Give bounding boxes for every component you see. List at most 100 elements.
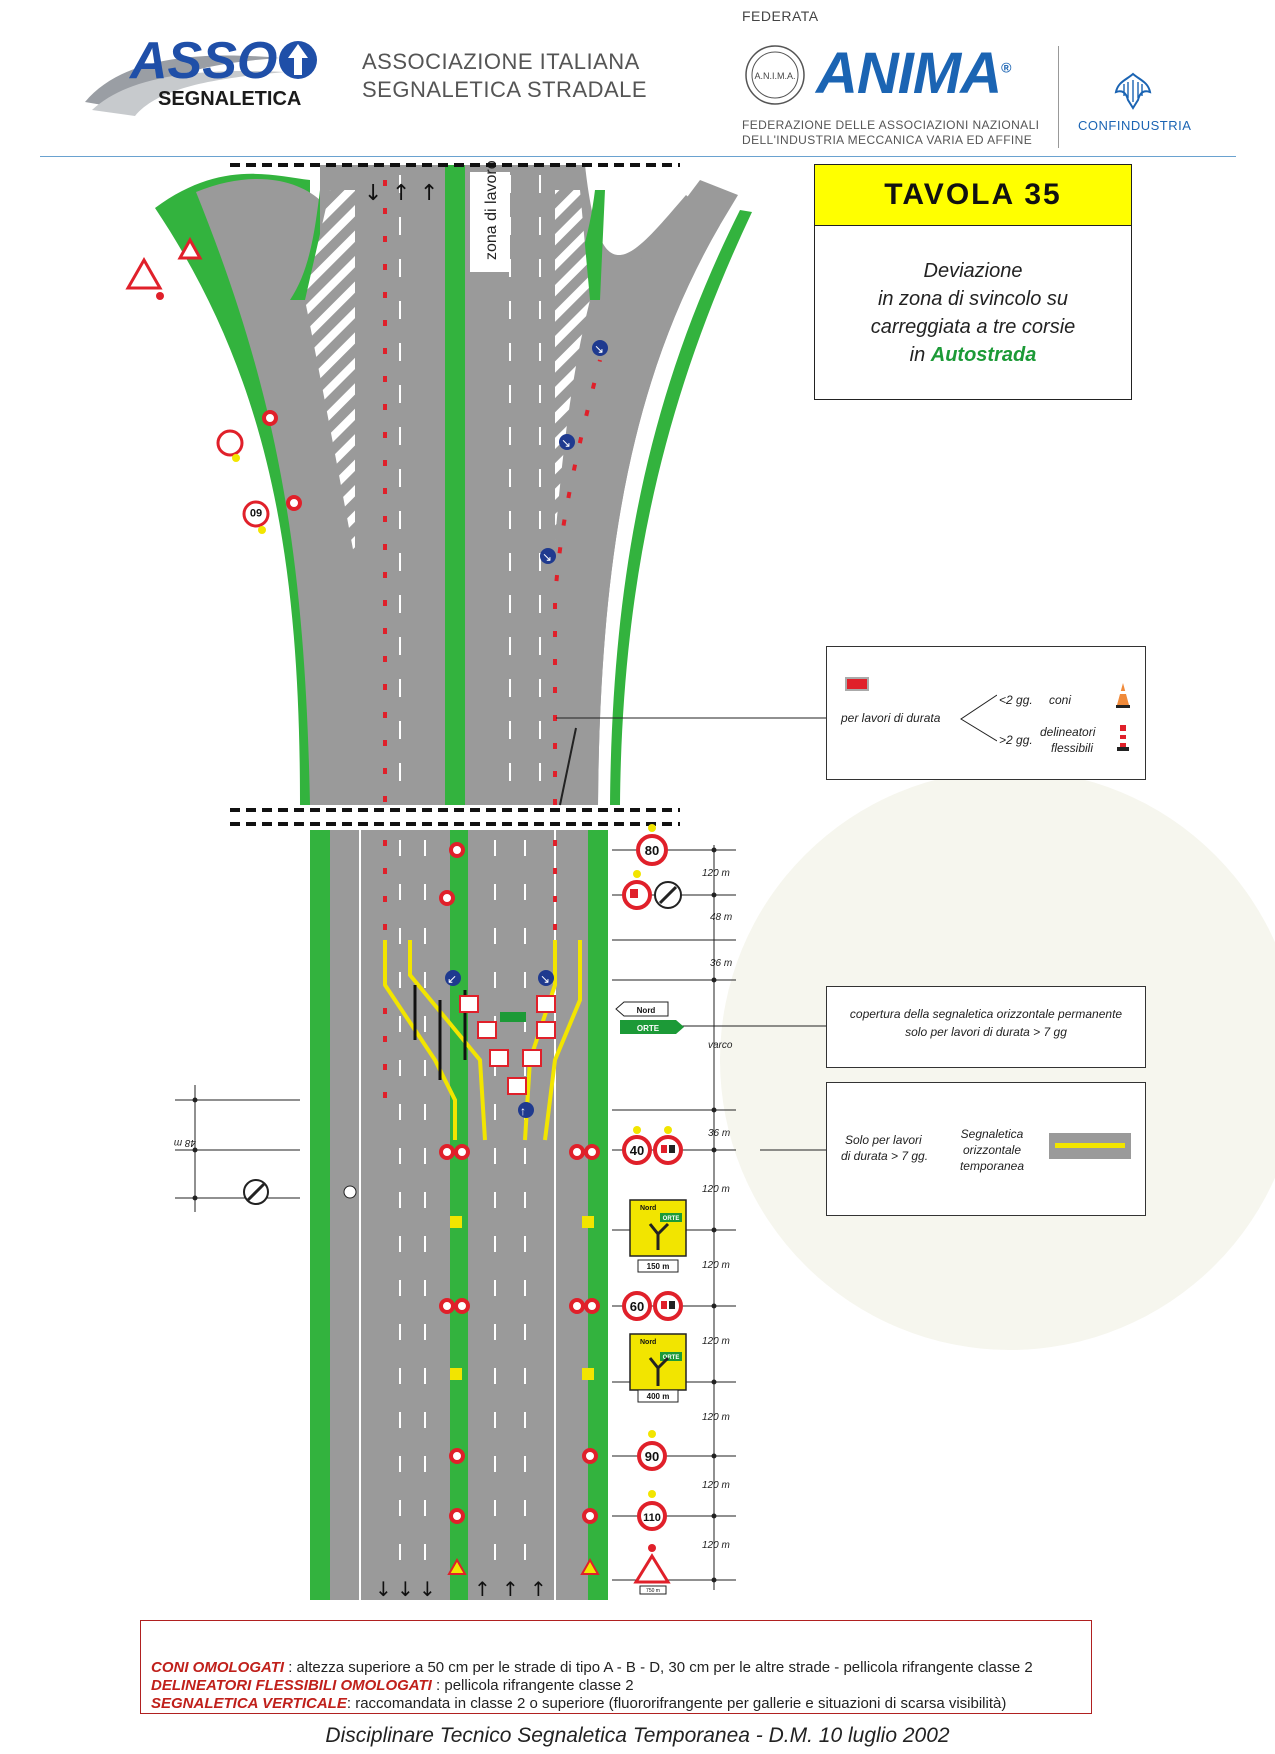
tavola-desc-autostrada: Autostrada xyxy=(930,344,1037,366)
legend-copertura: copertura della segnaletica orizzontale … xyxy=(826,986,1146,1068)
break-lines xyxy=(230,163,680,826)
svg-text:↓: ↓ xyxy=(397,1577,414,1601)
cones xyxy=(262,410,600,1524)
upper-road-section: ↓ ↑ ↑ xyxy=(155,165,752,805)
varco-label: varco xyxy=(708,1040,733,1051)
svg-text:↑: ↑ xyxy=(420,181,438,206)
dist-label: 120 m xyxy=(702,1184,730,1195)
dist-label: 120 m xyxy=(702,868,730,879)
svg-text:↑: ↑ xyxy=(530,1577,547,1601)
tavola-title-box: TAVOLA 35 Deviazione in zona di svincolo… xyxy=(814,164,1132,400)
note-coni: CONI OMOLOGATI : altezza superiore a 50 … xyxy=(151,1659,1033,1676)
dist-label: 120 m xyxy=(702,1336,730,1347)
federata-label: FEDERATA xyxy=(742,8,819,24)
flexible-delineator-icon xyxy=(1117,725,1129,751)
note-delineatori: DELINEATORI FLESSIBILI OMOLOGATI : pelli… xyxy=(151,1677,634,1694)
dist-label: 120 m xyxy=(702,1260,730,1271)
note-segnaletica-text: : raccomandata in classe 2 o superiore (… xyxy=(346,1695,1007,1712)
header-separator xyxy=(1058,46,1059,148)
legend-temporanea: Solo per lavori di durata > 7 gg. Segnal… xyxy=(826,1082,1146,1216)
road-diagram: ↓ ↑ ↑ zona di lavoro xyxy=(125,160,1275,1601)
legend-copertura-2: solo per lavori di durata > 7 gg xyxy=(905,1025,1067,1039)
blue-direction-signs: ↘ ↘ ↘ ↙ ↘ ↑ xyxy=(445,340,608,1118)
note-delineatori-text: : pellicola rifrangente classe 2 xyxy=(431,1677,634,1694)
note-coni-text: : altezza superiore a 50 cm per le strad… xyxy=(284,1659,1033,1676)
svg-text:↘: ↘ xyxy=(542,550,552,564)
reflector-left xyxy=(343,1185,357,1199)
anima-word: ANIMA xyxy=(816,41,1002,106)
anima-logo: ANIMA® xyxy=(816,40,1011,107)
legend-flessibili: flessibili xyxy=(1051,741,1094,755)
header-rule xyxy=(40,156,1236,157)
legend-delineators: per lavori di durata <2 gg. coni >2 gg. … xyxy=(826,646,1146,780)
svg-text:↓: ↓ xyxy=(419,1577,436,1601)
confindustria-label: CONFINDUSTRIA xyxy=(1078,118,1192,133)
speed-sign-60-left: 60 xyxy=(250,506,262,518)
anima-sub-1: FEDERAZIONE DELLE ASSOCIAZIONI NAZIONALI xyxy=(742,118,1040,132)
tavola-desc-prefix: in xyxy=(909,344,931,366)
anima-seal-text: A.N.I.M.A. xyxy=(754,71,795,81)
panel-750: 750 m xyxy=(646,1588,660,1594)
lower-road-section: ↓ ↓ ↓ ↑ ↑ ↑ xyxy=(310,830,608,1601)
panel-400: 400 m xyxy=(647,1392,670,1401)
speed-sign-40: 40 xyxy=(630,1143,644,1158)
cone-icon xyxy=(1116,683,1130,708)
speed-sign-110: 110 xyxy=(643,1512,661,1524)
upper-left-signs xyxy=(125,236,270,534)
dist-label: 120 m xyxy=(702,1540,730,1551)
anima-seal-icon: A.N.I.M.A. xyxy=(745,45,805,105)
dist-label: 120 m xyxy=(702,1412,730,1423)
tavola-desc-line-1: Deviazione xyxy=(923,260,1023,282)
legend-solo-2: di durata > 7 gg. xyxy=(841,1149,929,1163)
svg-text:↘: ↘ xyxy=(540,972,550,986)
notes-box: CONI OMOLOGATI : altezza superiore a 50 … xyxy=(140,1620,1092,1714)
tavola-desc-line-3: carreggiata a tre corsie xyxy=(870,316,1076,338)
sign-orte: ORTE xyxy=(637,1024,660,1033)
right-side-signs: 80 Nord ORTE 40 Nord ORTE 150 m 60 xyxy=(447,824,687,1595)
panel-nord-2: Nord xyxy=(640,1339,656,1346)
speed-sign-60: 60 xyxy=(630,1299,644,1314)
note-coni-title: CONI OMOLOGATI xyxy=(151,1659,285,1676)
panel-nord-1: Nord xyxy=(640,1205,656,1212)
panel-150: 150 m xyxy=(647,1262,670,1271)
anima-registered: ® xyxy=(1001,59,1011,76)
speed-sign-90: 90 xyxy=(645,1449,659,1464)
delineator-swatch xyxy=(845,677,869,691)
legend-coni: coni xyxy=(1049,693,1072,707)
anima-subtitle: FEDERAZIONE DELLE ASSOCIAZIONI NAZIONALI… xyxy=(742,118,1039,148)
svg-text:↓: ↓ xyxy=(375,1577,392,1601)
svg-text:↙: ↙ xyxy=(447,972,457,986)
asso-sub: SEGNALETICA xyxy=(158,88,301,110)
note-segnaletica-title: SEGNALETICA VERTICALE xyxy=(151,1695,347,1712)
legend-solo-1: Solo per lavori xyxy=(845,1133,922,1147)
asso-segnaletica-logo: ASSO SEGNALETICA xyxy=(85,32,317,116)
distance-labels: 120 m 48 m 36 m 36 m 120 m 120 m 120 m 1… xyxy=(702,868,733,1551)
legend-copertura-1: copertura della segnaletica orizzontale … xyxy=(849,1007,1123,1021)
note-segnaletica: SEGNALETICA VERTICALE: raccomandata in c… xyxy=(151,1695,1006,1712)
legend-brace xyxy=(960,694,997,742)
left-distance-scale xyxy=(175,1085,300,1212)
panel-orte-1: ORTE xyxy=(663,1216,680,1222)
legend-more2: >2 gg. xyxy=(999,733,1033,747)
svg-text:↑: ↑ xyxy=(520,1104,526,1118)
tavola-title: TAVOLA 35 xyxy=(815,165,1131,226)
svg-text:↘: ↘ xyxy=(594,342,604,356)
speed-sign-80: 80 xyxy=(645,843,659,858)
document-title: Disciplinare Tecnico Segnaletica Tempora… xyxy=(325,1724,950,1747)
zona-label-text: zona di lavoro xyxy=(483,160,500,260)
sign-nord: Nord xyxy=(637,1006,656,1015)
dist-label: 36 m xyxy=(708,1128,730,1139)
legend-segn-3: temporanea xyxy=(959,1159,1025,1173)
zona-di-lavoro-label: zona di lavoro xyxy=(470,160,510,272)
association-name: ASSOCIAZIONE ITALIANA SEGNALETICA STRADA… xyxy=(362,48,647,104)
svg-text:↘: ↘ xyxy=(561,436,571,450)
tavola-description: Deviazione in zona di svincolo su carreg… xyxy=(815,257,1131,369)
svg-text:↓: ↓ xyxy=(364,181,382,206)
svg-text:↑: ↑ xyxy=(502,1577,519,1601)
svg-text:↑: ↑ xyxy=(474,1577,491,1601)
asso-word: ASSO xyxy=(128,32,277,90)
legend-segn-2: orizzontale xyxy=(962,1143,1022,1157)
dist-label: 120 m xyxy=(702,1480,730,1491)
dist-label: 36 m xyxy=(710,958,732,969)
assoc-line-2: SEGNALETICA STRADALE xyxy=(362,77,648,102)
